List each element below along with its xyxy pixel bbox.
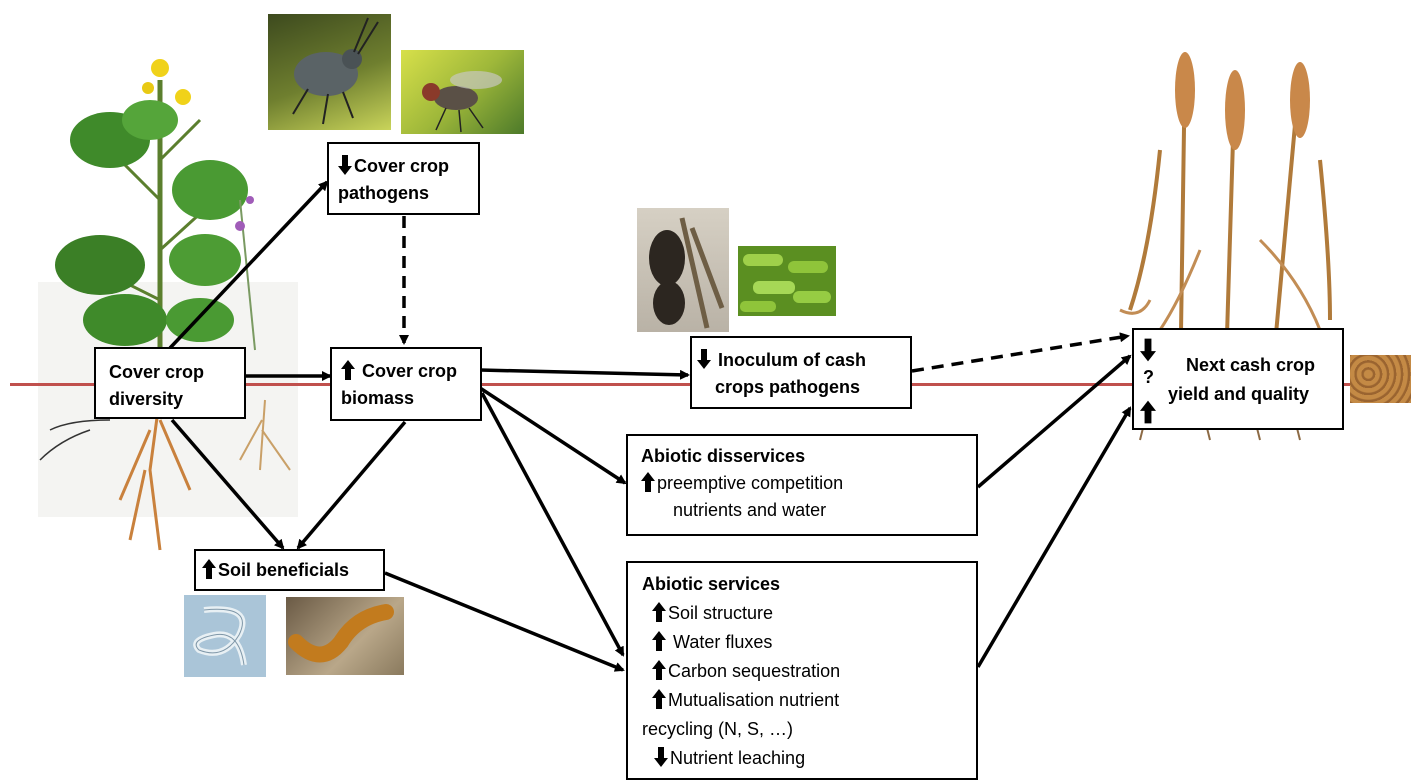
arrow-inoculum-to-nextcrop-dashed — [911, 332, 1130, 373]
aphid-photo — [268, 14, 391, 130]
up-arrow-icon — [652, 689, 666, 709]
biomass-line2: biomass — [341, 388, 415, 408]
arrow-soil-to-services — [384, 571, 625, 672]
arrow-diversity-to-soil — [170, 418, 285, 550]
bacteria-photo — [738, 246, 836, 316]
up-arrow-icon — [652, 660, 666, 680]
up-arrow-icon — [341, 360, 355, 380]
question-mark: ? — [1143, 367, 1154, 387]
disservices-title: Abiotic disservices — [641, 446, 806, 466]
node-abiotic-services: Abiotic services Soil structure Water fl… — [626, 561, 978, 780]
disservices-line2: nutrients and water — [673, 500, 827, 520]
fly-photo — [401, 50, 524, 134]
node-abiotic-disservices: Abiotic disservices preemptive competiti… — [626, 434, 978, 536]
service-item: Soil structure — [668, 603, 774, 623]
pathogens-line2: pathogens — [338, 183, 430, 203]
wheat-illustration — [1119, 52, 1332, 441]
fungus-micrograph — [637, 208, 729, 332]
arrow-diversity-to-pathogens — [168, 180, 329, 350]
biomass-line1: Cover crop — [362, 361, 458, 381]
services-title: Abiotic services — [642, 574, 781, 594]
arrow-biomass-to-soil — [296, 420, 407, 550]
down-arrow-icon — [1140, 338, 1156, 362]
node-next-cash-crop: ? Next cash crop yield and quality — [1132, 328, 1344, 430]
inoculum-line2: crops pathogens — [715, 377, 861, 397]
service-item: Carbon sequestration — [668, 661, 841, 681]
diversity-line2: diversity — [109, 389, 184, 409]
nematode-photo — [184, 595, 266, 677]
service-item: Water fluxes — [673, 632, 773, 652]
inoculum-line1: Inoculum of cash — [718, 350, 867, 370]
next-crop-line2: yield and quality — [1168, 384, 1310, 404]
up-arrow-icon — [202, 559, 216, 579]
down-arrow-icon — [697, 349, 711, 369]
pathogens-line1: Cover crop — [354, 156, 450, 176]
service-item: Mutualisation nutrient — [668, 690, 840, 710]
up-arrow-icon — [641, 472, 655, 492]
node-soil-beneficials: Soil beneficials — [194, 549, 385, 591]
arrow-disservices-to-nextcrop — [976, 354, 1132, 489]
soil-surface-line — [10, 383, 1350, 386]
up-arrow-icon — [652, 631, 666, 651]
arrow-biomass-to-disservices — [479, 386, 627, 485]
service-item: Nutrient leaching — [670, 748, 806, 768]
service-item: recycling (N, S, …) — [642, 719, 794, 739]
mustard-plant-illustration — [38, 59, 298, 551]
disservices-line1: preemptive competition — [657, 473, 844, 493]
soil-beneficials-label: Soil beneficials — [218, 560, 350, 580]
down-arrow-icon — [338, 155, 352, 175]
up-arrow-icon — [1140, 400, 1156, 424]
arrow-biomass-to-services — [480, 392, 625, 657]
node-cover-crop-biomass: Cover crop biomass — [330, 347, 482, 421]
arrow-biomass-to-inoculum — [479, 368, 690, 380]
node-cover-crop-diversity: Cover crop diversity — [94, 347, 246, 419]
up-arrow-icon — [652, 602, 666, 622]
down-arrow-icon — [654, 747, 668, 767]
diversity-line1: Cover crop — [109, 362, 205, 382]
node-inoculum-pathogens: Inoculum of cash crops pathogens — [690, 336, 912, 409]
grain-photo — [1350, 355, 1411, 403]
node-cover-crop-pathogens: Cover crop pathogens — [327, 142, 480, 215]
larva-photo — [286, 597, 404, 675]
arrow-services-to-nextcrop — [976, 406, 1132, 668]
next-crop-line1: Next cash crop — [1186, 355, 1316, 375]
